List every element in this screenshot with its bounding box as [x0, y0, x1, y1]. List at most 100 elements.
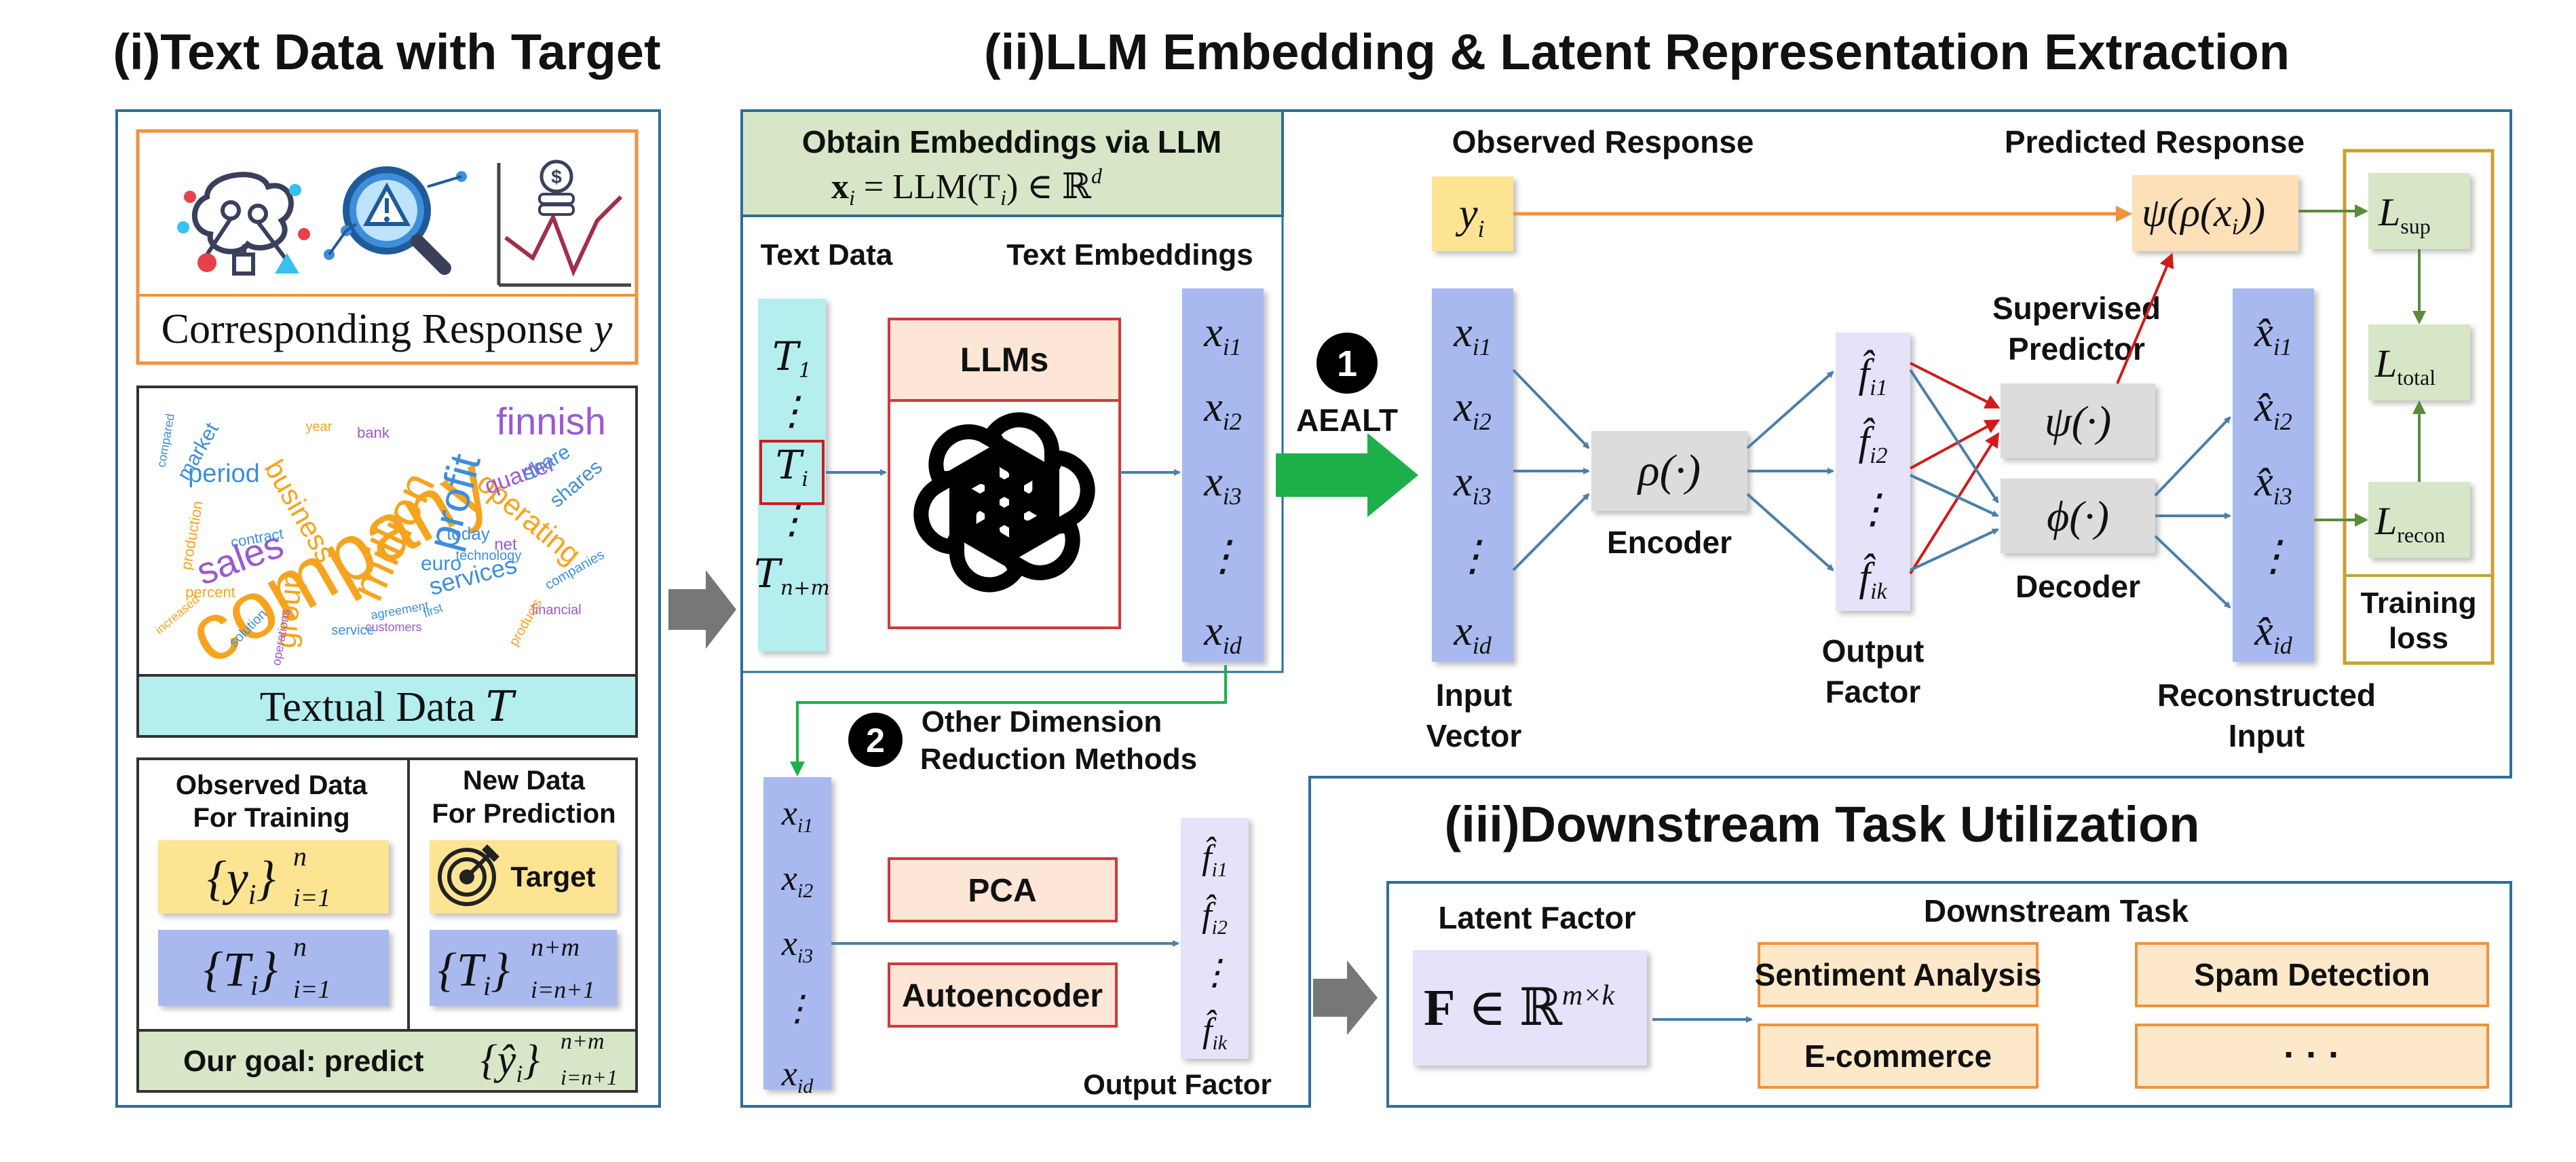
new-t-sup: n+m: [531, 933, 580, 962]
xin-col-item: xi2: [1453, 384, 1492, 435]
output-factor-label-2: Factor: [1825, 674, 1921, 709]
t-col-item: Tn+m: [754, 550, 830, 600]
network-brain-icon: [177, 172, 310, 276]
other-methods-connector: [790, 665, 1227, 776]
predicted-response-math: ψ(ρ(xi)): [2142, 190, 2265, 240]
section-ii-title: (ii)LLM Embedding & Latent Representatio…: [984, 24, 2290, 80]
goal-box: [136, 1029, 638, 1093]
word-cloud-word: bank: [357, 424, 390, 441]
pca-box: [888, 857, 1118, 922]
word-cloud-word: technology: [456, 548, 522, 563]
loss-sup-node: [2368, 173, 2470, 249]
input-to-encoder-arrows: [1512, 369, 1590, 571]
task-sentiment-label: Sentiment Analysis: [1755, 957, 2042, 992]
observed-y-node: [1432, 176, 1513, 251]
section-i-title: (i)Text Data with Target: [113, 24, 660, 80]
obtain-embeddings-formula: xi = LLM(Ti) ∈ ℝd: [831, 164, 1103, 210]
textual-data-label-box: [136, 674, 638, 738]
x-col-item: xi3: [1203, 459, 1242, 510]
loss-recon-math: Lrecon: [2374, 499, 2445, 547]
other-methods-label-2: Reduction Methods: [920, 743, 1197, 776]
new-t-math: {Ti}: [438, 944, 510, 1001]
input-vector-column: [1432, 288, 1513, 662]
xsmall-col-item: xi1: [781, 794, 813, 837]
panel-i-to-ii-arrow: [668, 570, 736, 649]
factor-to-phi-arrows: [1909, 369, 1999, 571]
task-more-box: [2135, 1024, 2489, 1089]
panel-ii-frame: [740, 109, 2512, 1108]
loss-sup-math: Lsup: [2378, 190, 2431, 238]
output-factor-column: [1836, 333, 1910, 611]
fsmall-col-item: ⋮: [1197, 954, 1232, 992]
task-ecommerce-label: E-commerce: [1804, 1038, 1992, 1074]
autoencoder-box: [888, 962, 1118, 1028]
llm-logo-icon: [913, 412, 1095, 593]
word-cloud-word: euro: [421, 552, 461, 575]
other-methods-number-badge: [848, 713, 903, 767]
latent-factor-math: F ∈ ℝm×k: [1424, 979, 1616, 1036]
predicted-response-node: [2132, 175, 2298, 251]
aealt-arrow: [1276, 433, 1418, 517]
other-methods-number: 2: [866, 721, 885, 760]
xsmall-col-item: ⋮: [780, 990, 815, 1028]
predicted-response-label: Predicted Response: [2005, 124, 2305, 160]
xin-col-item: xi1: [1453, 310, 1492, 360]
observed-title-2: For Training: [193, 803, 349, 833]
input-vector-label-1: Input: [1436, 677, 1512, 713]
new-title-1: New Data: [463, 766, 586, 795]
small-input-column: [763, 777, 831, 1089]
textual-data-label: Textual Data T: [260, 681, 517, 731]
goal-math: {ŷi}: [480, 1037, 539, 1087]
observed-y-lower: i=1: [293, 884, 330, 912]
panel-ii-to-iii-arrow: [1313, 960, 1378, 1035]
observed-t-lower: i=1: [293, 975, 330, 1004]
small-output-factor-label: Output Factor: [1083, 1068, 1272, 1100]
word-cloud-word: financial: [531, 603, 581, 618]
word-cloud-word: finnish: [496, 400, 606, 443]
observed-t-box: [158, 930, 389, 1006]
word-cloud-word: today: [447, 523, 490, 544]
f-col-item: ⋮: [1853, 487, 1893, 531]
small-factor-column: [1181, 818, 1249, 1059]
loss-recon-node: [2368, 482, 2470, 558]
encoder-symbol: ρ(·): [1637, 446, 1701, 495]
t-col-item: ⋮: [772, 388, 812, 434]
word-cloud-word: service: [331, 623, 374, 638]
downstream-task-label: Downstream Task: [1924, 893, 2189, 929]
x-col-item: xi2: [1203, 384, 1242, 435]
factor-to-psi-arrows: [1909, 362, 2001, 575]
observed-response-label: Observed Response: [1452, 124, 1754, 160]
text-embeddings-label: Text Embeddings: [1006, 238, 1253, 271]
text-data-column: [758, 299, 826, 652]
word-cloud-word: percent: [185, 584, 235, 601]
observed-y-node-math: yi: [1455, 191, 1485, 242]
xhat-col-item: x̂i3: [2254, 459, 2292, 510]
decoder-label: Decoder: [2015, 569, 2140, 604]
target-icon: [438, 844, 499, 906]
target-label: Target: [510, 861, 595, 893]
aealt-number: 1: [1337, 343, 1357, 384]
xhat-col-item: x̂i1: [2254, 310, 2292, 360]
text-data-label: Text Data: [761, 238, 893, 271]
word-cloud-word: year: [306, 419, 333, 434]
encoder-node: [1591, 431, 1747, 511]
task-spam-label: Spam Detection: [2194, 957, 2430, 992]
task-ecommerce-box: [1758, 1024, 2039, 1089]
xsmall-col-item: xi3: [781, 924, 813, 967]
goal-sup: n+m: [561, 1029, 605, 1054]
observed-y-sup: n: [293, 841, 307, 872]
xhat-col-item: x̂id: [2254, 608, 2293, 659]
xhat-col-item: x̂i2: [2254, 384, 2292, 435]
llm-header: [888, 318, 1121, 402]
x-col-item: xi1: [1203, 310, 1242, 360]
goal-text: Our goal: predict: [183, 1045, 424, 1078]
phi-symbol: ϕ(·): [2047, 492, 2109, 540]
magnifier-warning-icon: [324, 166, 467, 275]
training-loss-label-2: loss: [2389, 622, 2448, 655]
phi-to-reconstructed-arrows: [2154, 416, 2231, 609]
xin-col-item: xi3: [1453, 459, 1492, 510]
word-cloud-word: net: [494, 536, 517, 554]
aealt-number-badge: [1317, 333, 1378, 394]
